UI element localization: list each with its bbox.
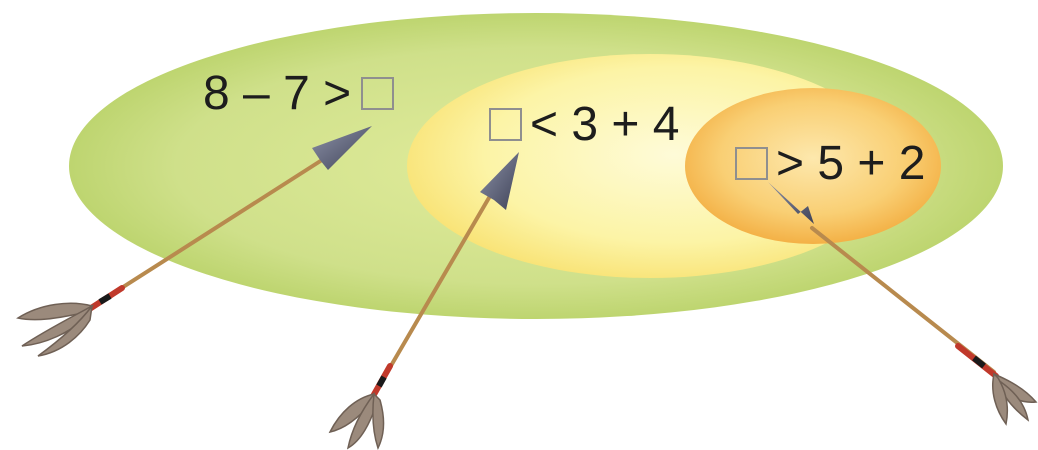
inequality-text: 8 – 7 > — [203, 67, 352, 120]
middle-inequality: < 3 + 4 — [489, 97, 679, 152]
arrow-icon — [328, 152, 519, 450]
arrow-icon — [768, 182, 1038, 426]
arrow-icon — [16, 126, 372, 357]
answer-box[interactable] — [735, 147, 768, 180]
answer-box[interactable] — [489, 108, 522, 141]
inner-inequality: > 5 + 2 — [735, 136, 925, 191]
answer-box[interactable] — [361, 77, 395, 110]
feather-fletching-icon — [328, 392, 385, 450]
feather-fletching-icon — [16, 302, 94, 357]
outer-inequality: 8 – 7 > — [203, 66, 395, 121]
inequality-text: < 3 + 4 — [530, 98, 680, 151]
inner-region — [685, 88, 941, 244]
inequality-text: > 5 + 2 — [776, 137, 926, 190]
feather-fletching-icon — [992, 372, 1038, 426]
